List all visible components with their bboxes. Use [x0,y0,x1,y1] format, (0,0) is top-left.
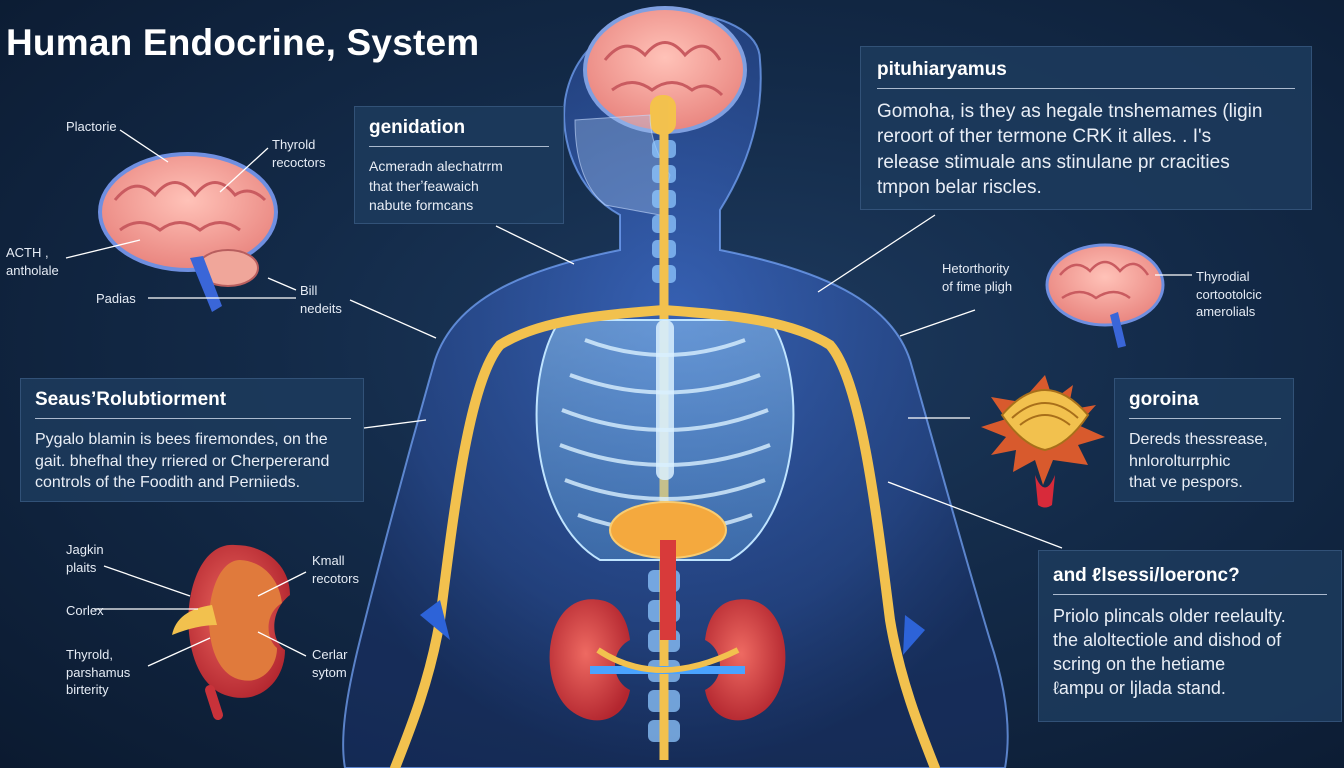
label-thyroid-receptors: Thyrold recoctors [272,137,326,170]
panel-text-line: release stimuale ans stinulane pr cracit… [877,151,1230,173]
panel-heading: and ℓlsessi/loeronc? [1053,565,1327,595]
label-thyrodial: Thyrodial cortootolcic amerolials [1196,269,1262,320]
page-title: Human Endocrine, System [6,22,480,63]
panel-text-line: Dereds thessrease, [1129,431,1268,448]
label-cerlar: Cerlar sytom [312,647,348,680]
label-plactorie: Plactorie [66,119,117,134]
panel-text-line: nabute formcans [369,197,474,214]
info-panel-seaus: Seaus’Rolubtiorment Pygalo blamin is bee… [20,378,364,502]
wrist-markers [420,600,925,655]
label-jagkin: Jagkin plaits [66,542,104,575]
info-panel-pituhiaryamus: pituhiaryamus Gomoha, is they as hegale … [860,46,1312,210]
label-corlex: Corlex [66,603,104,618]
panel-text-line: that ve pespors. [1129,474,1243,492]
panel-text-line: hnlorolturrphic [1129,452,1231,470]
label-bill: Bill nedeits [300,283,342,316]
panel-text-line: Priolo plincals older reelaulty. [1053,606,1286,626]
ribcage-icon [535,319,795,561]
panel-text-line: Acmeradn alechatrrm [369,158,503,174]
leader-lines [65,129,1192,667]
label-acth: ACTH , antholale [6,245,59,278]
label-kmall: Kmall recotors [312,553,359,586]
arm-nerves [390,305,940,768]
panel-heading: pituhiaryamus [877,59,1295,89]
panel-text-line: Gomoha, is they as hegale tnshemames (li… [877,101,1263,122]
panel-text-line: reroort of ther termone CRK it alles. . … [877,126,1212,148]
panel-text-line: ℓampu or ljlada stand. [1053,677,1226,698]
panel-text-line: Pygalo blamin is bees firemondes, on the [35,431,328,448]
panel-text-line: controls of the Foodith and Perniieds. [35,474,301,492]
right-brain-icon [1045,243,1165,348]
aorta-icon [660,540,676,640]
panel-text-line: tmpon belar riscles. [877,176,1042,198]
panel-text-line: that therʼfeawaich [369,177,479,194]
panel-text-line: the aloltectiole and dishod of [1053,629,1282,650]
info-panel-alsessi: and ℓlsessi/loeronc? Priolo plincals old… [1038,550,1342,722]
panel-heading: goroina [1129,389,1281,419]
panel-text-line: gait. bhefhal they rriered or Cherperera… [35,452,330,470]
kidneys-icon [549,599,786,721]
panel-heading: Seaus’Rolubtiorment [35,389,351,419]
panel-heading: genidation [369,117,549,147]
label-thyroid-kidney: Thyrold, parshamus birterity [66,647,131,698]
panel-text-line: scring on the hetiame [1053,653,1226,674]
label-padias: Padias [96,291,136,306]
info-panel-genidation: genidation Acmeradn alechatrrm that ther… [354,106,564,224]
spiky-gland-icon [981,375,1105,508]
left-kidney-icon [172,544,290,720]
label-hetorthority: Hetorthority of fime pligh [942,261,1013,294]
left-brain-icon [98,152,278,312]
info-panel-goroina: goroina Dereds thessrease, hnlorolturrph… [1114,378,1294,502]
